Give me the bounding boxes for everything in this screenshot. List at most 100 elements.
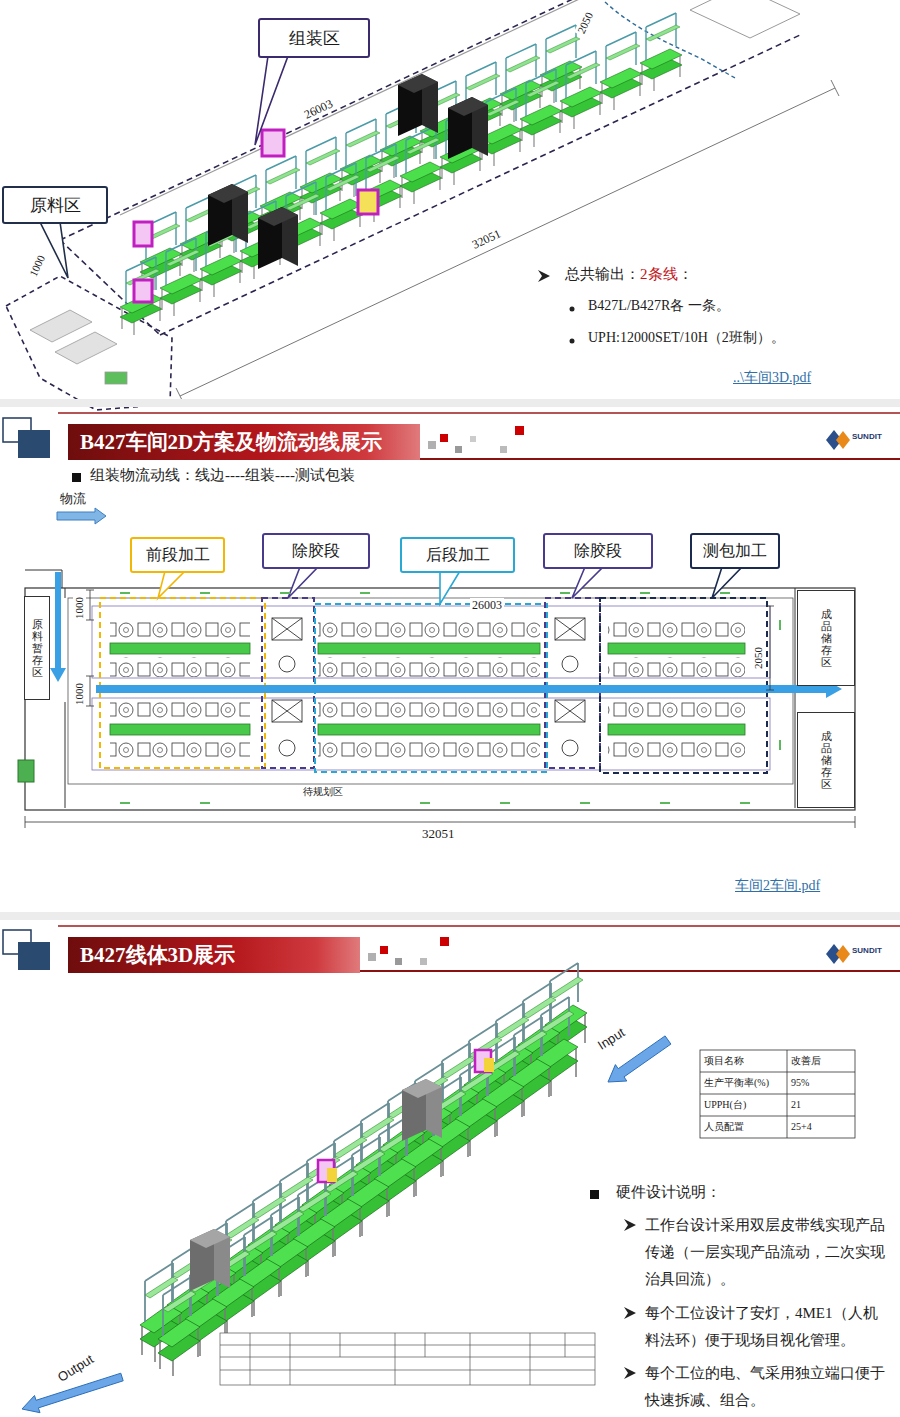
glue-machine — [272, 700, 302, 722]
bullet-symbol — [72, 473, 81, 482]
header-decoration — [58, 412, 900, 414]
title-block — [220, 1333, 595, 1385]
flow-arrow — [57, 508, 106, 524]
slide-title: B427线体3D展示 — [80, 941, 235, 969]
note-text: UPH:12000SET/10H（2班制）。 — [588, 330, 785, 347]
dimension-line — [766, 606, 774, 690]
zone-outline — [100, 598, 265, 768]
wall-line — [92, 606, 770, 678]
zone-outline — [262, 598, 314, 768]
glue-machine — [555, 700, 585, 722]
dimension: 26003 — [470, 598, 504, 612]
workstation — [160, 238, 202, 316]
floor-mark — [120, 802, 750, 804]
header-decoration — [500, 446, 507, 453]
glue-machine — [555, 618, 585, 640]
bullet-symbol — [590, 1190, 599, 1199]
callout-tail — [288, 567, 318, 598]
callout-tail — [255, 56, 288, 145]
wall-line — [120, 0, 839, 404]
station-row — [608, 701, 745, 721]
station-row — [608, 657, 745, 677]
bullet-text: 每个工位的电、气采用独立端口便于快速拆减、组合。 — [645, 1360, 890, 1414]
logo-emblem — [836, 431, 850, 449]
table-cell: 人员配置 — [704, 1121, 744, 1133]
floor-mark — [120, 592, 730, 594]
table-cell: 25+4 — [791, 1121, 812, 1133]
zone-outline — [60, 0, 800, 335]
table-cell: 95% — [791, 1077, 809, 1089]
header-decoration — [455, 446, 462, 453]
table-cell: UPPH(台) — [704, 1099, 746, 1111]
file-link: ..\车间3D.pdf — [733, 370, 811, 387]
machine — [448, 97, 488, 159]
dimension: 1000 — [73, 681, 86, 707]
dimension: 2050 — [574, 8, 597, 37]
callout-box: 后段加工 — [400, 537, 515, 573]
bullet-symbol — [538, 270, 550, 282]
workstation — [600, 32, 642, 110]
machine — [398, 74, 438, 136]
workstation — [520, 69, 562, 147]
logo-emblem — [826, 430, 850, 450]
table-grid — [700, 1050, 855, 1138]
bullet-symbol — [624, 1307, 636, 1319]
callout-text: 测包加工 — [703, 541, 767, 562]
callout-tail — [158, 571, 185, 598]
station-row — [110, 657, 250, 677]
title-block — [220, 1333, 595, 1385]
flow-arrow — [50, 572, 66, 682]
zone-outline — [545, 598, 600, 768]
line-station — [140, 963, 587, 1376]
station-row — [318, 620, 540, 640]
table-cell: 改善后 — [791, 1055, 821, 1067]
title-band: B427线体3D展示 — [68, 937, 360, 973]
callout-text: 组装区 — [289, 27, 340, 50]
dimension: 32051 — [468, 226, 505, 253]
logo-text: SUNDIT — [852, 432, 882, 442]
conveyor-line — [318, 724, 540, 735]
callout-tail — [40, 56, 288, 278]
bullet-symbol — [570, 307, 575, 312]
header-decoration — [3, 926, 900, 971]
fixture — [134, 222, 152, 246]
callout-text: 前段加工 — [146, 545, 210, 566]
fixture — [484, 1058, 494, 1072]
area-name: 原料暂存区 — [32, 618, 43, 678]
machine — [208, 184, 248, 246]
logo-emblem — [826, 944, 850, 964]
glue-machine — [272, 700, 302, 722]
separator-bar — [0, 912, 900, 920]
machine — [190, 1229, 230, 1291]
station-row — [608, 740, 745, 760]
glue-machine — [272, 618, 302, 640]
header-decoration — [440, 937, 449, 946]
header-decoration — [440, 434, 448, 442]
fixture — [262, 130, 284, 156]
wall-line — [176, 80, 839, 404]
flow-arrow — [96, 680, 842, 698]
station-row — [110, 701, 250, 721]
glue-machine — [272, 618, 302, 640]
workstation — [300, 137, 342, 215]
line-station — [158, 1277, 200, 1376]
glue-machine — [555, 700, 585, 722]
dimension-line — [25, 590, 855, 828]
conveyor-line — [608, 643, 745, 654]
header-decoration — [380, 946, 388, 954]
wall-line — [120, 0, 590, 215]
workstation — [120, 257, 162, 335]
station-row — [110, 620, 250, 640]
dimension-line — [86, 590, 94, 620]
header-decoration — [515, 426, 524, 435]
machine — [208, 74, 488, 269]
slide-title: B427车间2D方案及物流动线展示 — [80, 428, 382, 456]
area-name: 成品储存区 — [821, 730, 832, 790]
table-cell: 项目名称 — [704, 1055, 744, 1067]
header-decoration — [428, 441, 436, 449]
conveyor-line — [110, 643, 250, 654]
fixture — [327, 1168, 337, 1182]
callout-text: 除胶段 — [292, 541, 340, 562]
wall-line — [92, 698, 770, 770]
